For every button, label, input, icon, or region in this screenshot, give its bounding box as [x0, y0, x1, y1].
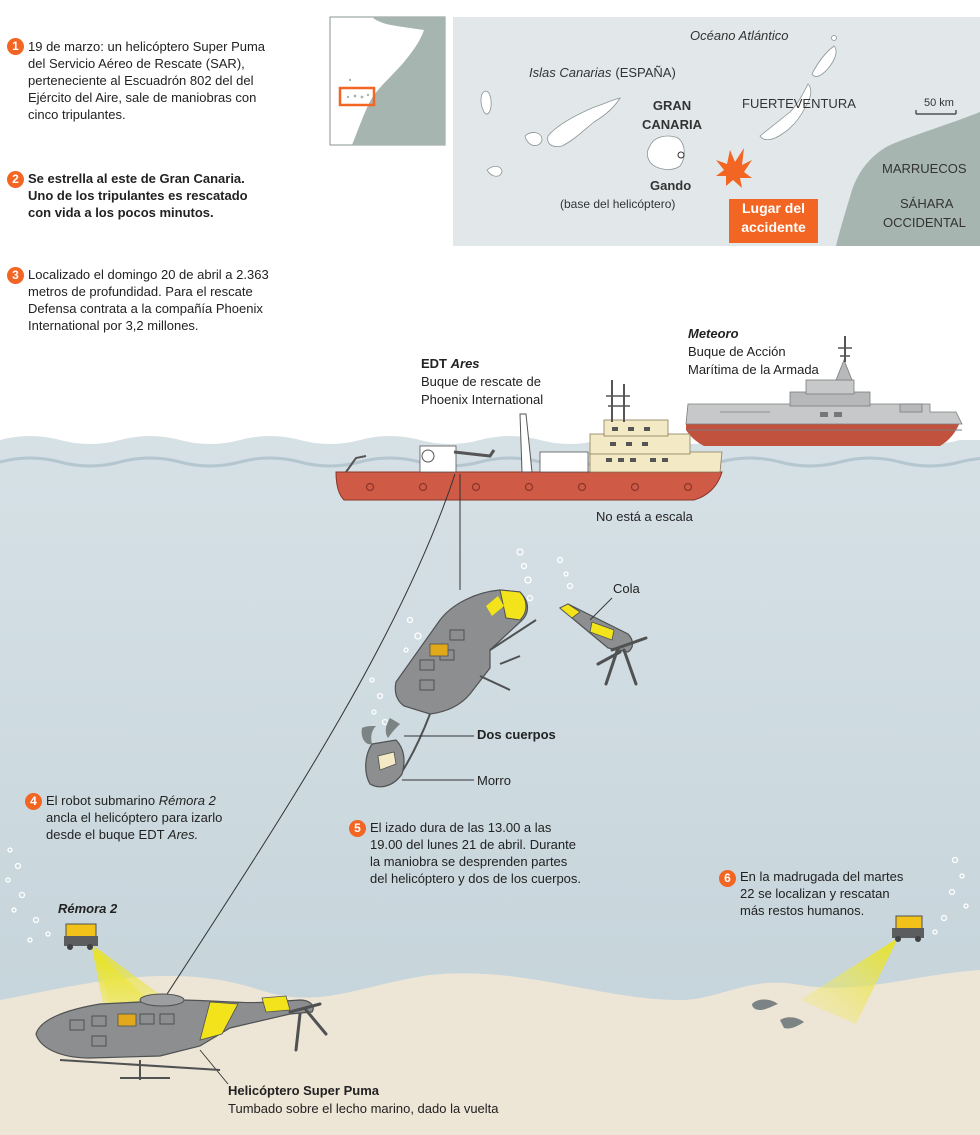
label-base: (base del helicóptero) — [560, 197, 675, 211]
tow-cable — [157, 473, 456, 1009]
island-tenerife — [547, 97, 621, 147]
island-la-gomera — [524, 132, 543, 146]
meteoro-label: Meteoro Buque de Acción Marítima de la A… — [688, 326, 819, 377]
label-islands: Islas Canarias — [529, 65, 612, 80]
label-marruecos: MARRUECOS — [882, 161, 967, 176]
step-3-note: Localizado el domingo 20 de abril a 2.36… — [28, 267, 269, 333]
scale-note: No está a escala — [596, 509, 693, 524]
label-cola: Cola — [613, 581, 640, 596]
label-sahara: SÁHARA — [900, 196, 954, 211]
leader-lines — [199, 597, 613, 1085]
sea-area — [0, 436, 980, 1135]
helicopter-seabed — [35, 993, 328, 1080]
inset-map — [329, 16, 446, 146]
explosion-icon — [716, 148, 752, 188]
island-el-hierro — [486, 166, 503, 177]
step-2-badge: 2 — [7, 171, 24, 188]
step-3-badge: 3 — [7, 267, 24, 284]
step-6-badge: 6 — [719, 870, 736, 887]
bodies — [361, 718, 400, 745]
label-country: (ESPAÑA) — [615, 65, 675, 80]
bubbles — [5, 548, 969, 943]
label-gando: Gando — [650, 178, 691, 193]
step-4-note: El robot submarino Rémora 2 ancla el hel… — [46, 793, 223, 842]
island-fuerteventura — [759, 83, 812, 140]
remora-robot-right — [800, 915, 924, 1024]
label-scale: 50 km — [924, 97, 954, 109]
step-2-note: Se estrella al este de Gran Canaria.Uno … — [28, 171, 248, 220]
ares-label: EDT Ares Buque de rescate de Phoenix Int… — [421, 356, 544, 407]
island-lanzarote — [811, 45, 837, 77]
canary-map: Océano Atlántico Islas Canarias(ESPAÑA) … — [453, 17, 980, 246]
island-la-palma — [480, 90, 492, 115]
svg-text:Islas Canarias(ESPAÑA): Islas Canarias(ESPAÑA) — [529, 65, 676, 80]
label-occidental: OCCIDENTAL — [883, 215, 966, 230]
label-gran: GRAN — [653, 98, 691, 113]
helicopter-falling — [394, 589, 537, 779]
ship-ares — [335, 380, 723, 501]
label-fuerteventura: FUERTEVENTURA — [742, 96, 856, 111]
label-morro: Morro — [477, 773, 511, 788]
heli-caption: Helicóptero Super Puma Tumbado sobre el … — [228, 1083, 499, 1116]
step-1-badge: 1 — [7, 38, 24, 55]
step-4-badge: 4 — [25, 793, 42, 810]
label-canaria: CANARIA — [642, 117, 703, 132]
label-dos-cuerpos: Dos cuerpos — [477, 727, 556, 742]
helicopter-nose — [365, 739, 405, 788]
sea-waves — [0, 456, 980, 468]
label-remora: Rémora 2 — [58, 901, 118, 916]
gando-marker — [677, 151, 685, 159]
helicopter-tail — [558, 603, 648, 686]
island-gran-canaria — [646, 135, 685, 170]
label-ocean: Océano Atlántico — [690, 28, 789, 43]
ship-meteoro — [685, 336, 963, 446]
remains — [752, 999, 804, 1029]
step-5-badge: 5 — [349, 820, 366, 837]
